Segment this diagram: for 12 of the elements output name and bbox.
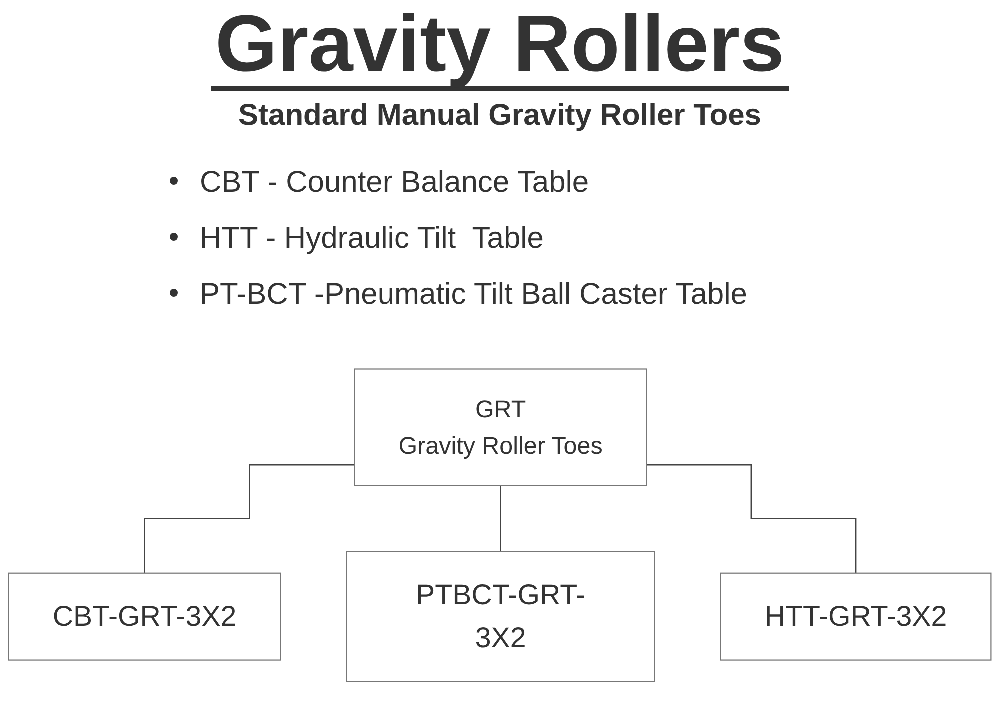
node-box: GRT Gravity Roller Toes	[354, 368, 648, 486]
node-box: CBT-GRT-3X2	[8, 572, 282, 661]
list-item: CBT - Counter Balance Table	[200, 166, 590, 199]
node-box: PTBCT-GRT-3X2	[346, 551, 656, 682]
title: Gravity Rollers	[211, 2, 789, 91]
list-item: HTT - Hydraulic Tilt Table	[200, 222, 544, 255]
subtitle: Standard Manual Gravity Roller Toes	[238, 99, 762, 132]
node-box: HTT-GRT-3X2	[720, 572, 992, 661]
connector	[500, 485, 502, 553]
connector	[144, 464, 355, 574]
list-item: PT-BCT -Pneumatic Tilt Ball Caster Table	[200, 278, 748, 311]
connector	[646, 464, 857, 574]
